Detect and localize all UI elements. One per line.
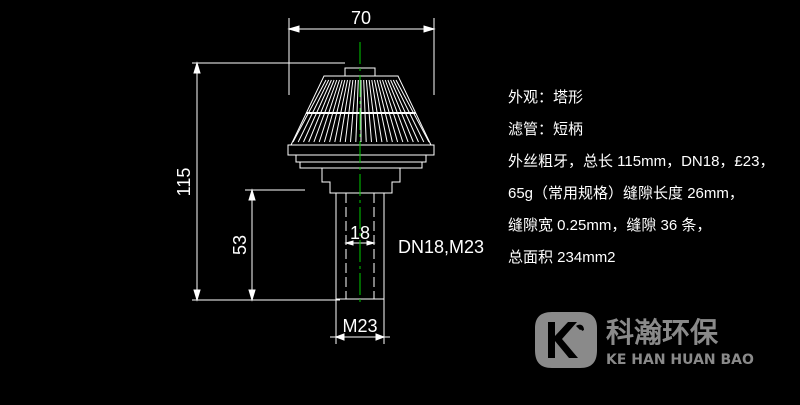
dimension-overall-width — [287, 18, 436, 95]
nozzle-body — [287, 67, 435, 300]
cone-slot-line — [339, 79, 351, 143]
company-name-cn: 科瀚环保 — [606, 316, 719, 349]
company-logo: 科瀚环保 KE HAN HUAN BAO — [535, 312, 754, 368]
cone-slot-line — [368, 79, 378, 143]
bore-arrow-right — [366, 240, 376, 246]
cone-slot-line — [384, 79, 409, 143]
dimension-overall-length — [192, 61, 345, 302]
cone-slots — [292, 79, 430, 143]
bore-diameter-label: 18 — [350, 223, 370, 243]
overall-width-label: 70 — [351, 8, 371, 28]
bore-arrow-left — [344, 240, 354, 246]
arrow-bottom — [193, 289, 201, 302]
flange-bottom — [295, 154, 427, 163]
thread-length-label: 53 — [230, 235, 250, 255]
cone-slot-line — [363, 79, 367, 143]
cone-slot-line — [392, 79, 425, 143]
spec-line-filter-tube: 滤管：短柄 — [508, 121, 583, 138]
arrow-top — [248, 188, 256, 201]
cone-slot-line — [313, 79, 338, 143]
cone-slot-line — [374, 79, 388, 143]
arrow-left — [334, 333, 345, 341]
thread-size-label: M23 — [342, 316, 377, 336]
cone-slot-line — [334, 79, 348, 143]
cone-slot-line — [297, 79, 330, 143]
cone-slot-line — [390, 79, 419, 143]
cone-slot-line — [387, 79, 414, 143]
cone-slot-line — [355, 79, 359, 143]
cone-slot-line — [365, 79, 372, 143]
dimension-thread-length — [245, 188, 305, 302]
flange-top — [287, 144, 435, 156]
ks-logo-icon — [535, 312, 597, 368]
cone-slot-line — [292, 79, 327, 143]
arrow-right — [423, 25, 436, 33]
seat-ring — [299, 161, 423, 169]
arrow-bottom — [248, 289, 256, 302]
overall-length-label: 115 — [174, 168, 194, 197]
cone-slot-line — [379, 79, 399, 143]
spec-line-appearance: 外观：塔形 — [508, 89, 583, 106]
cone-slot-line — [376, 79, 393, 143]
cone-slot-line — [344, 79, 354, 143]
cone-slot-line — [395, 79, 430, 143]
cone-slot-line — [323, 79, 343, 143]
cone-slot-line — [308, 79, 335, 143]
arrow-left — [287, 25, 300, 33]
arrow-right — [375, 333, 386, 341]
connection-label: DN18,M23 — [398, 237, 484, 257]
cone-slot-line — [318, 79, 340, 143]
dimension-thread-size — [330, 299, 390, 344]
cone-slot-line — [350, 79, 357, 143]
spec-text-block: 外观：塔形 滤管：短柄 外丝粗牙，总长 115mm，DN18，£23， 65g（… — [508, 89, 774, 266]
company-name-en: KE HAN HUAN BAO — [606, 352, 754, 368]
arrow-top — [193, 61, 201, 74]
spec-line-slot-width: 缝隙宽 0.25mm，缝隙 36 条， — [508, 217, 711, 234]
spec-line-total-area: 总面积 234mm2 — [508, 249, 616, 266]
hub — [321, 167, 401, 194]
spec-line-weight-slot-length: 65g（常用规格）缝隙长度 26mm， — [508, 185, 744, 202]
spec-line-thread: 外丝粗牙，总长 115mm，DN18，£23， — [508, 153, 774, 170]
cone-slot-line — [329, 79, 346, 143]
cone-slot-line — [382, 79, 404, 143]
cone-slot-line — [371, 79, 383, 143]
cone-slot-line — [303, 79, 332, 143]
